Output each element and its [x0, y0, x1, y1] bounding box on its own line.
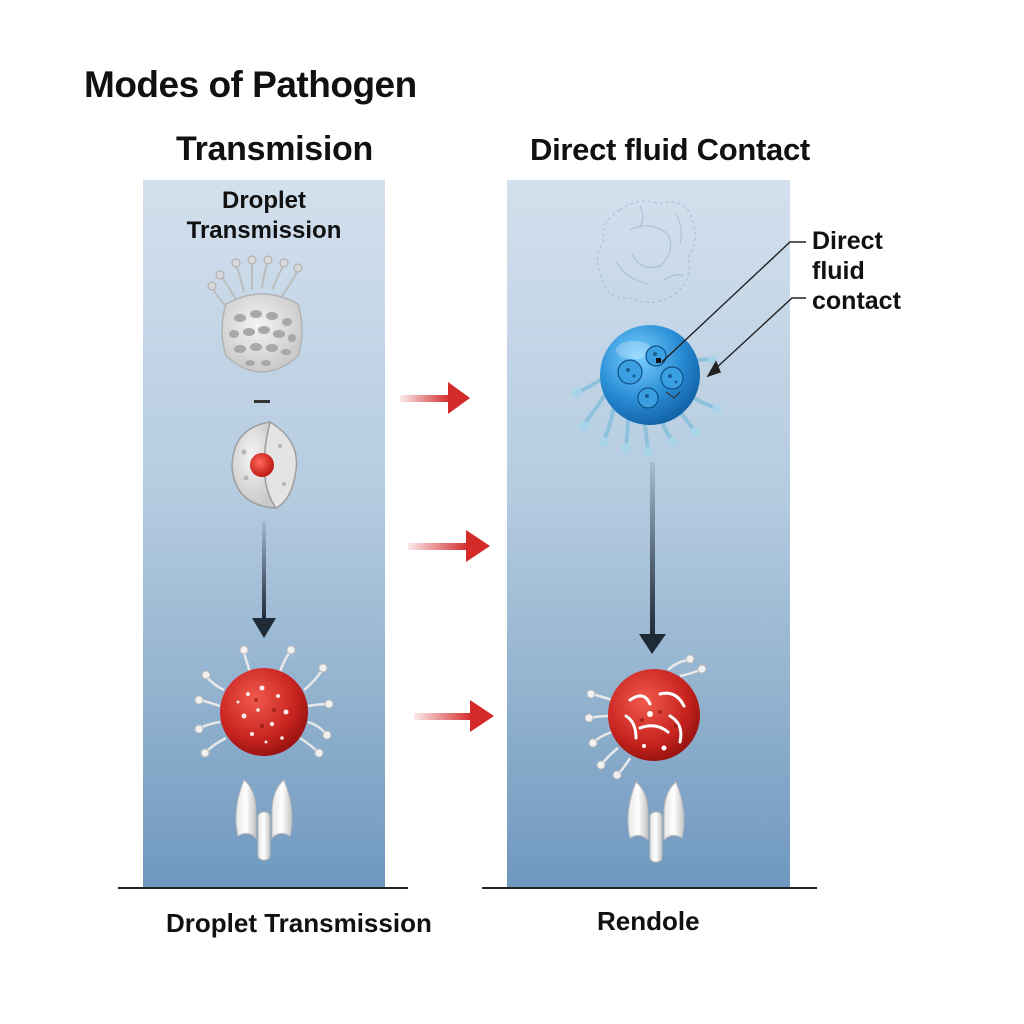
red-arrow-top: [400, 382, 470, 414]
left-down-arrow: [252, 522, 276, 638]
blue-fluid-cell-icon: [572, 325, 722, 457]
right-column-heading: Direct fluid Contact: [530, 132, 810, 167]
red-pathogen-icon: [584, 654, 707, 780]
direct-fluid-contact-panel: [507, 180, 790, 888]
airway-icon: [627, 781, 685, 863]
separator-dash: [254, 400, 270, 403]
direct-fluid-contact-callout: Direct fluid contact: [812, 227, 901, 315]
left-caption: Droplet Transmission: [166, 908, 432, 938]
virus-cloud-icon: [596, 200, 696, 304]
right-caption: Rendole: [597, 906, 700, 936]
right-down-arrow: [639, 462, 666, 654]
red-arrow-middle: [408, 530, 490, 562]
droplet-transmission-label: Droplet Transmission: [186, 187, 342, 244]
page-title: Modes of Pathogen: [84, 64, 417, 105]
left-column-heading: Transmision: [176, 130, 373, 168]
red-pathogen-icon: [194, 645, 334, 758]
left-baseline: [118, 887, 408, 889]
right-baseline: [482, 887, 817, 889]
callout-leader-lines: [661, 241, 806, 378]
red-arrow-bottom: [414, 700, 494, 732]
airway-icon: [235, 779, 293, 861]
half-cell-icon: [231, 420, 298, 509]
tentacled-cell-icon: [207, 255, 303, 373]
